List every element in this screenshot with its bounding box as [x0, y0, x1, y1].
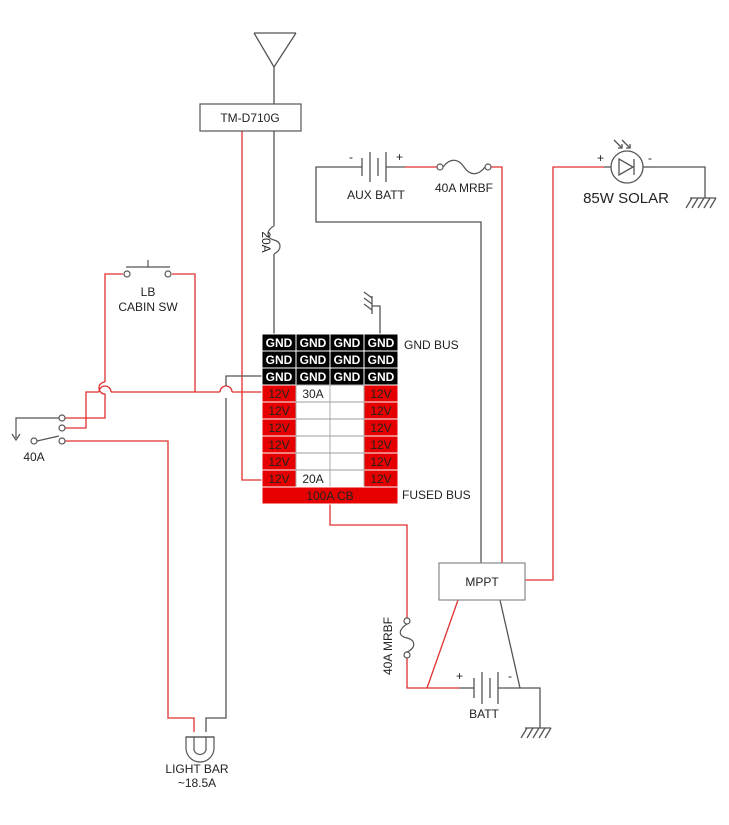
- fuse-slot-a: [295, 401, 331, 420]
- aux-battery-icon: [343, 152, 405, 182]
- breaker-100a-label: 100A CB: [306, 489, 353, 503]
- v12-right-cell-label: 12V: [370, 404, 391, 418]
- light-bar-bulb-icon: [185, 736, 215, 763]
- fuse-slot-b: [329, 384, 365, 403]
- light-bar-label-line1: LIGHT BAR: [165, 762, 228, 776]
- v12-left-cell-label: 12V: [268, 438, 289, 452]
- bus-block: GND GND GND GND GND GND GND GND GND GND GND GND 12V 1…: [261, 333, 399, 505]
- radio-fuse-label: 20A: [259, 231, 273, 252]
- wire-lb-switch-right: [172, 273, 196, 392]
- radio-label: TM-D710G: [220, 111, 279, 125]
- gray-wires: [205, 67, 706, 732]
- main-battery-label: BATT: [469, 707, 499, 721]
- solar-ground-icon: [685, 197, 717, 209]
- wire-mrbf-to-batt: [406, 656, 460, 689]
- wire-radio-positive: [241, 131, 262, 481]
- v12-right-cell-label: 12V: [370, 421, 391, 435]
- wire-gnd-to-lightbar-b: [205, 398, 227, 732]
- battery-ground-icon: [520, 727, 552, 739]
- relay-icon: [11, 414, 66, 445]
- wire-mppt-batt-negative: [499, 599, 541, 728]
- mppt-box: MPPT: [438, 562, 526, 601]
- gnd-bus-cell-label: GND: [368, 336, 395, 350]
- fuse-slot-b: [329, 401, 365, 420]
- fuse-slot-a: [295, 435, 331, 454]
- v12-right-cell-label: 12V: [370, 472, 391, 486]
- gnd-bus-cell-label: GND: [368, 370, 395, 384]
- gnd-bus-cell-label: GND: [334, 336, 361, 350]
- wire-lb-switch-left: [104, 273, 123, 382]
- fuse-slot-grid: [295, 384, 365, 488]
- v12-right-cell-label: 12V: [370, 455, 391, 469]
- gnd-bus-cell-label: GND: [300, 353, 327, 367]
- aux-battery-label: AUX BATT: [347, 188, 405, 202]
- radio-fuse-icon: [267, 225, 281, 255]
- breaker-100a-cell: [261, 486, 399, 505]
- gnd-bus-cell-label: GND: [300, 370, 327, 384]
- wire-mppt-batt-positive: [426, 599, 459, 689]
- gnd-bus-cell-label: GND: [334, 353, 361, 367]
- gnd-bus-cell-label: GND: [300, 336, 327, 350]
- v12-left-cell-label: 12V: [268, 472, 289, 486]
- wire-lb-relay: [65, 381, 106, 419]
- mppt-label: MPPT: [465, 575, 499, 589]
- gnd-bus-cell-label: GND: [368, 353, 395, 367]
- top-mrbf-fuse-icon: [436, 159, 492, 175]
- solar-panel-icon: [604, 139, 655, 184]
- gnd-bus-cell-label: GND: [266, 370, 293, 384]
- wire-bus-to-relay-c: [65, 391, 99, 429]
- main-battery-icon: [460, 672, 520, 704]
- relay-label: 40A: [23, 450, 44, 464]
- wire-gnd-bus-chassis: [372, 305, 381, 334]
- side-mrbf-fuse-icon: [399, 617, 415, 659]
- v12-left-cell-label: 12V: [268, 455, 289, 469]
- v12-left-cell-label: 12V: [268, 387, 289, 401]
- wire-solar-to-mppt: [525, 166, 604, 581]
- wire-aux-neg-to-mppt: [315, 166, 482, 563]
- v12-left-cell-label: 12V: [268, 404, 289, 418]
- fuse-slot-b: [329, 418, 365, 437]
- wire-relay-to-lightbar: [65, 440, 195, 732]
- solar-minus: -: [648, 151, 652, 165]
- fused-bus-label: FUSED BUS: [402, 488, 471, 502]
- gnd-bus-cell-label: GND: [266, 353, 293, 367]
- aux-battery-plus: +: [396, 150, 403, 164]
- fuse-20a-label: 20A: [302, 472, 323, 486]
- fuse-slot-b: [329, 435, 365, 454]
- radio-box: TM-D710G: [199, 103, 302, 132]
- wire-bus-hop: [219, 385, 233, 393]
- side-mrbf-label: 40A MRBF: [381, 617, 395, 675]
- solar-plus: +: [597, 151, 604, 165]
- aux-battery-minus: -: [349, 150, 353, 164]
- v12-right-cell-label: 12V: [370, 438, 391, 452]
- fuse-slot-a: [295, 452, 331, 471]
- bus-ground-icon: [363, 291, 373, 314]
- fuse-30a-label: 30A: [302, 387, 323, 401]
- gnd-bus-cell-label: GND: [266, 336, 293, 350]
- fuse-slot-b: [329, 452, 365, 471]
- wire-gnd-to-lightbar-a: [225, 375, 262, 386]
- lb-cabin-switch-icon: [123, 260, 172, 278]
- lb-switch-label-line1: LB: [141, 285, 156, 299]
- wire-mrbf-to-mppt: [488, 166, 503, 563]
- top-mrbf-label: 40A MRBF: [435, 181, 493, 195]
- main-battery-minus: -: [508, 669, 512, 683]
- light-bar-label-line2: ~18.5A: [178, 776, 216, 790]
- solar-label: 85W SOLAR: [583, 190, 669, 207]
- main-battery-plus: +: [456, 669, 463, 683]
- lb-switch-label-line2: CABIN SW: [118, 300, 178, 314]
- gnd-bus-cell-label: GND: [334, 370, 361, 384]
- v12-right-cell-label: 12V: [370, 387, 391, 401]
- v12-left-cell-label: 12V: [268, 421, 289, 435]
- antenna-icon: [253, 32, 297, 69]
- wire-bus-hop2: [98, 385, 112, 393]
- fuse-slot-a: [295, 418, 331, 437]
- wire-solar-ground: [655, 166, 706, 198]
- red-wires: [65, 131, 604, 732]
- wire-cb-to-mrbf: [329, 503, 408, 618]
- fuse-slot-b: [329, 469, 365, 488]
- gnd-bus-label: GND BUS: [404, 338, 459, 352]
